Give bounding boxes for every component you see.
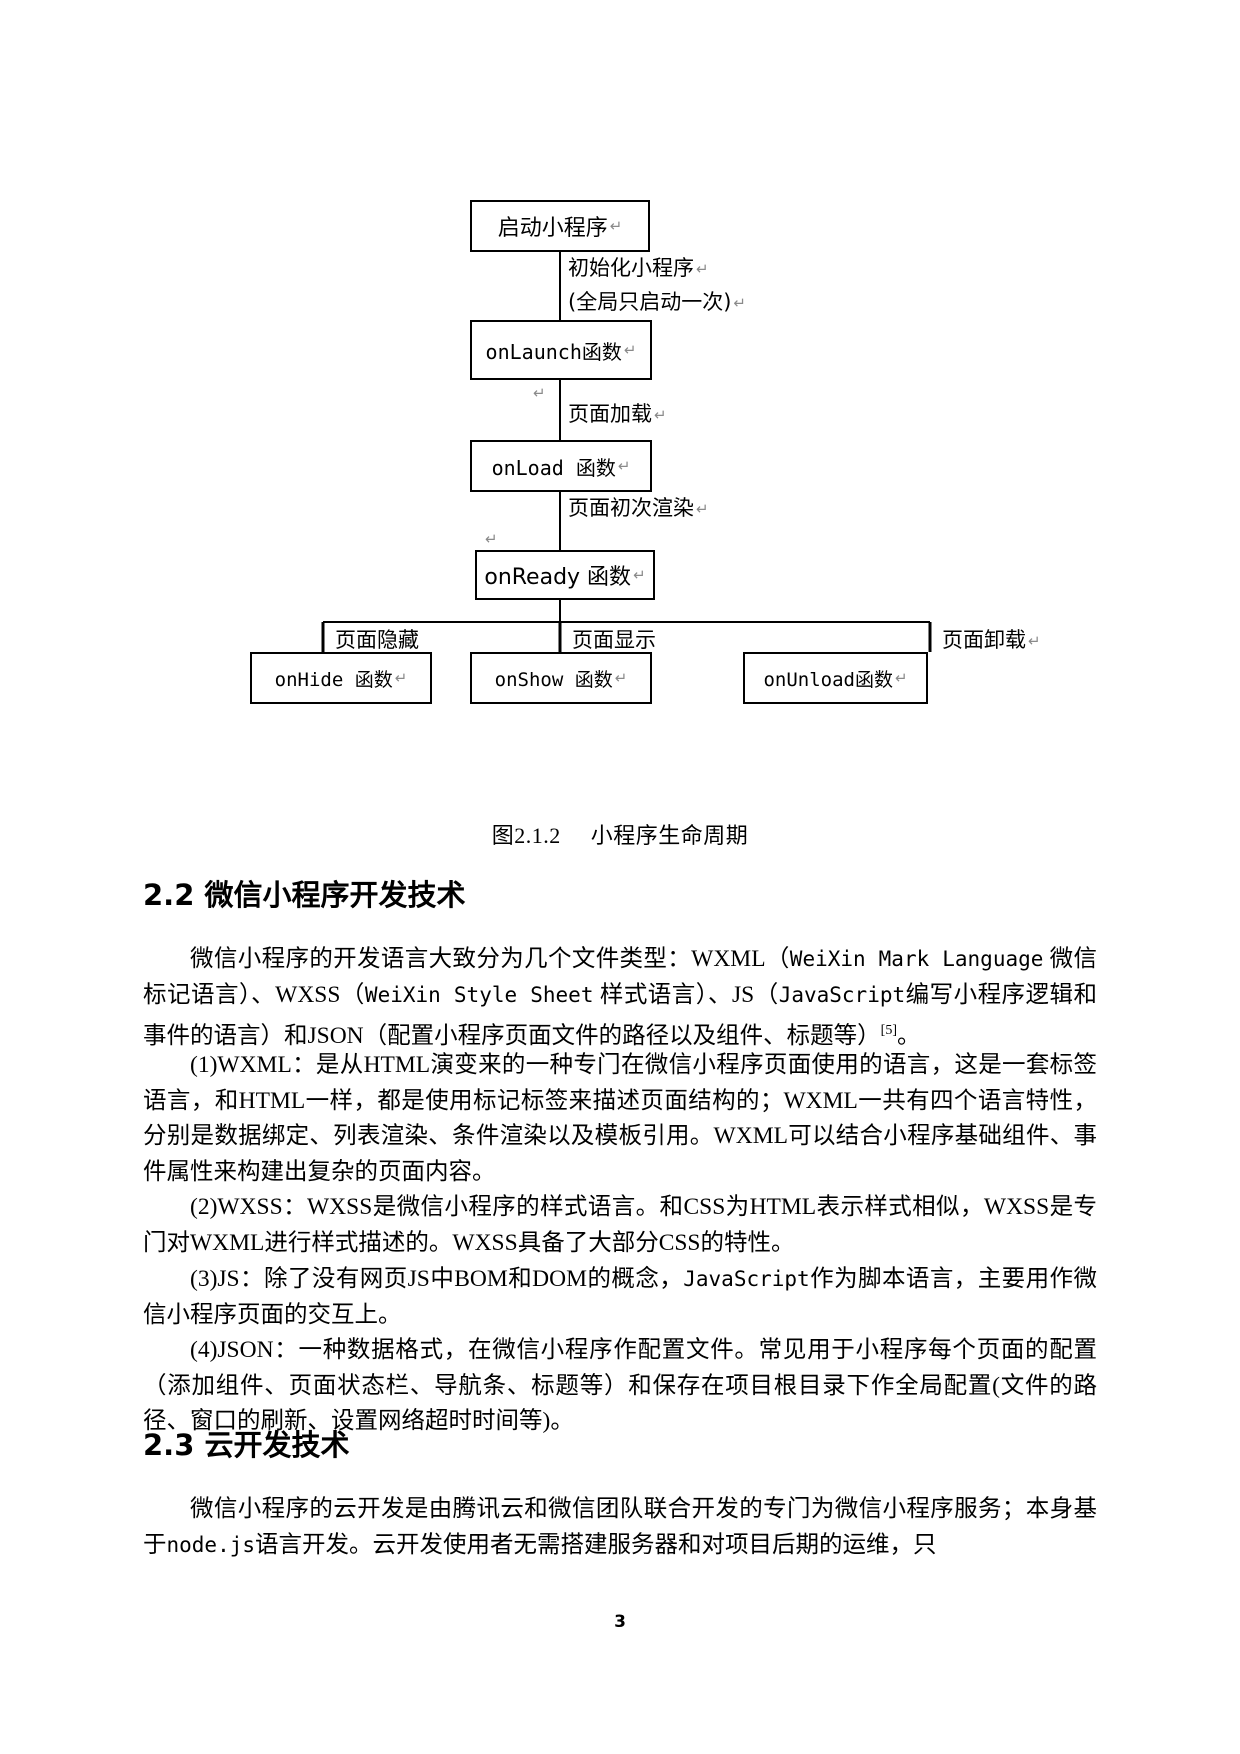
figure-caption: 图2.1.2 小程序生命周期 <box>0 818 1240 850</box>
node-start: 启动小程序↵ <box>470 200 650 252</box>
cloud-mono-nodejs: node.js <box>166 1532 256 1557</box>
node-onhide: onHide 函数↵ <box>250 652 432 704</box>
intro-part-b: 微信标记语言）、WXSS（ <box>143 946 1097 1008</box>
pilcrow-mark: ↵ <box>394 669 408 687</box>
edge-label-page-unload-text: 页面卸载 <box>942 628 1026 652</box>
node-onlaunch: onLaunch函数↵ <box>470 320 652 380</box>
paragraph-cloud-dev-text: 微信小程序的云开发是由腾讯云和微信团队联合开发的专门为微信小程序服务；本身基于n… <box>143 1492 1097 1563</box>
edge-label-init-1-text: 初始化小程序 <box>568 256 694 280</box>
heading-section-2-3: 2.3 云开发技术 <box>143 1428 350 1462</box>
intro-part-end: 。 <box>896 1022 921 1049</box>
heading-section-2-2: 2.2 微信小程序开发技术 <box>143 878 466 912</box>
pilcrow-mark: ↵ <box>614 669 628 687</box>
intro-mono-wxss: WeiXin Style Sheet <box>364 982 594 1007</box>
edge-label-page-load: 页面加载↵ <box>568 398 667 428</box>
flowchart-connectors <box>321 252 932 652</box>
js-part-b: 作为脚本语言，主要用作微信小程序页面的交互上。 <box>143 1266 1098 1328</box>
edge-label-init-2-text: (全局只启动一次) <box>568 290 732 314</box>
node-start-label: 启动小程序 <box>497 216 608 241</box>
figure-caption-title: 小程序生命周期 <box>590 824 749 849</box>
figure-caption-label: 图2.1.2 <box>491 823 561 848</box>
cloud-part-b: 语言开发。云开发使用者无需搭建服务器和对项目后期的运维，只 <box>255 1531 937 1558</box>
node-onhide-label: onHide 函数 <box>274 668 393 691</box>
paragraph-cloud-dev: 微信小程序的云开发是由腾讯云和微信团队联合开发的专门为微信小程序服务；本身基于n… <box>143 1492 1097 1563</box>
pilcrow-mark: ↵ <box>696 260 709 278</box>
citation-ref-5: [5] <box>880 1023 897 1038</box>
node-onload-label: onLoad 函数 <box>491 455 616 480</box>
pilcrow-mark: ↵ <box>609 217 623 235</box>
pilcrow-mark: ↵ <box>633 566 646 584</box>
return-mark-1: ↵ <box>533 384 546 402</box>
return-mark-2-glyph: ↵ <box>485 530 498 548</box>
paragraph-wxml-text: (1)WXML：是从HTML演变来的一种专门在微信小程序页面使用的语言，这是一套… <box>143 1052 1097 1185</box>
paragraph-wxss: (2)WXSS：WXSS是微信小程序的样式语言。和CSS为HTML表示样式相似，… <box>143 1190 1097 1261</box>
intro-mono-js: JavaScript <box>778 982 906 1007</box>
edge-label-init-1: 初始化小程序↵ <box>568 252 709 282</box>
node-onlaunch-label: onLaunch函数 <box>485 339 622 364</box>
page-number: 3 <box>614 1612 626 1632</box>
edge-label-page-hide-text: 页面隐藏 <box>335 628 419 652</box>
edge-label-page-hide: 页面隐藏 <box>335 624 419 654</box>
paragraph-json-text: (4)JSON：一种数据格式，在微信小程序作配置文件。常见用于小程序每个页面的配… <box>143 1337 1097 1434</box>
return-mark-2: ↵ <box>485 530 498 548</box>
paragraph-js-text: (3)JS：除了没有网页JS中BOM和DOM的概念，JavaScript作为脚本… <box>143 1262 1097 1333</box>
return-mark-1-glyph: ↵ <box>533 384 546 402</box>
paragraph-intro-text: 微信小程序的开发语言大致分为几个文件类型：WXML（WeiXin Mark La… <box>143 942 1097 1054</box>
node-onshow: onShow 函数↵ <box>470 652 652 704</box>
edge-label-page-show: 页面显示 <box>572 624 656 654</box>
intro-mono-wxml: WeiXin Mark Language <box>789 947 1044 971</box>
cloud-part-a: 微信小程序的云开发是由腾讯云和微信团队联合开发的专门为微信小程序服务；本身基于 <box>143 1496 1097 1558</box>
node-onready: onReady 函数↵ <box>475 550 655 600</box>
pilcrow-mark: ↵ <box>617 457 631 475</box>
node-onunload-label: onUnload函数 <box>763 668 893 691</box>
edge-label-first-render: 页面初次渲染↵ <box>568 492 709 522</box>
node-onready-label: onReady 函数 <box>484 565 632 590</box>
intro-part-d: 编写小程序逻辑和事件的语言）和JSON（配置小程序页面文件的路径以及组件、标题等… <box>143 981 1098 1049</box>
js-mono-javascript: JavaScript <box>683 1267 810 1291</box>
intro-part-c: 样式语言）、JS（ <box>593 981 779 1008</box>
node-onshow-label: onShow 函数 <box>494 668 613 691</box>
pilcrow-mark: ↵ <box>733 294 746 312</box>
paragraph-js: (3)JS：除了没有网页JS中BOM和DOM的概念，JavaScript作为脚本… <box>143 1262 1097 1333</box>
pilcrow-mark: ↵ <box>654 406 667 424</box>
edge-label-init-2: (全局只启动一次)↵ <box>568 286 746 316</box>
edge-label-page-show-text: 页面显示 <box>572 628 656 652</box>
paragraph-json: (4)JSON：一种数据格式，在微信小程序作配置文件。常见用于小程序每个页面的配… <box>143 1333 1097 1440</box>
pilcrow-mark: ↵ <box>1028 632 1041 650</box>
edge-label-first-render-text: 页面初次渲染 <box>568 496 694 520</box>
edge-label-page-unload: 页面卸载↵ <box>942 624 1041 654</box>
js-part-a: (3)JS：除了没有网页JS中BOM和DOM的概念， <box>190 1266 684 1292</box>
node-onunload: onUnload函数↵ <box>743 652 928 704</box>
pilcrow-mark: ↵ <box>894 669 908 687</box>
lifecycle-flowchart: 启动小程序↵ 初始化小程序↵ (全局只启动一次)↵ onLaunch函数↵ ↵ … <box>140 190 1100 730</box>
node-onload: onLoad 函数↵ <box>470 440 652 492</box>
pilcrow-mark: ↵ <box>696 500 709 518</box>
paragraph-wxss-text: (2)WXSS：WXSS是微信小程序的样式语言。和CSS为HTML表示样式相似，… <box>143 1194 1097 1256</box>
paragraph-wxml: (1)WXML：是从HTML演变来的一种专门在微信小程序页面使用的语言，这是一套… <box>143 1048 1097 1190</box>
pilcrow-mark: ↵ <box>623 341 637 359</box>
paragraph-intro: 微信小程序的开发语言大致分为几个文件类型：WXML（WeiXin Mark La… <box>143 942 1097 1054</box>
intro-part-a: 微信小程序的开发语言大致分为几个文件类型：WXML（ <box>190 946 790 972</box>
edge-label-page-load-text: 页面加载 <box>568 402 652 426</box>
